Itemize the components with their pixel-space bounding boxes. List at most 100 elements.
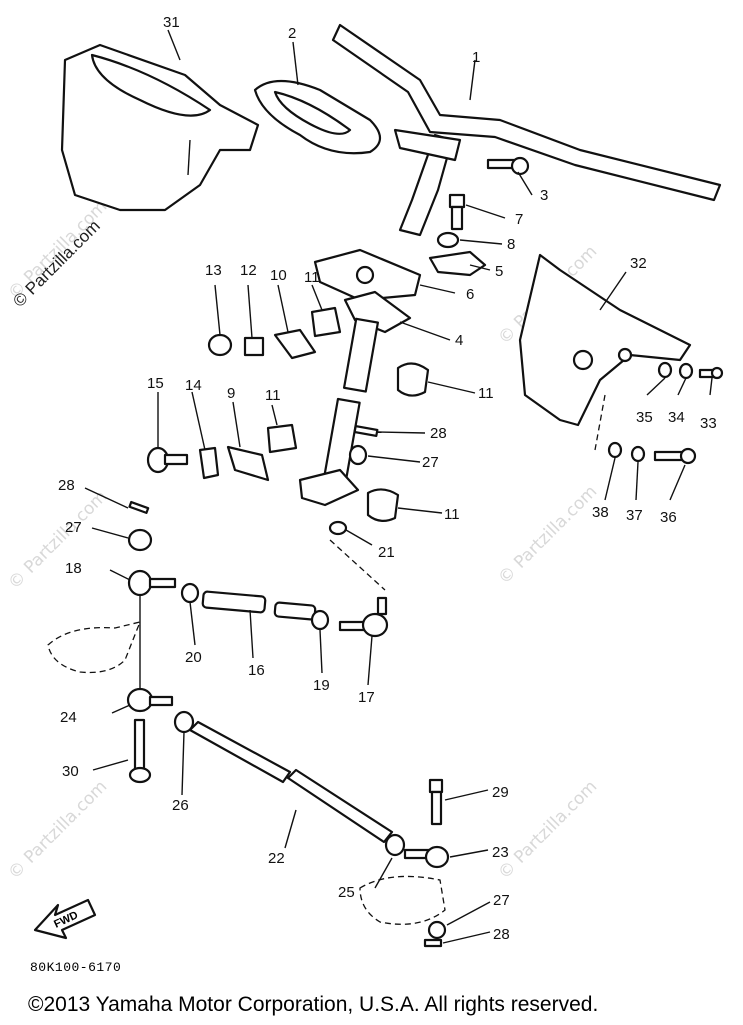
part-3-bolt[interactable] xyxy=(486,156,530,176)
callout-38: 38 xyxy=(592,504,609,521)
callout-2: 2 xyxy=(288,25,296,42)
callout-37: 37 xyxy=(626,507,643,524)
part-1-handlebar[interactable] xyxy=(331,23,722,237)
callout-27: 27 xyxy=(65,519,82,536)
part-12-nut[interactable] xyxy=(243,336,265,357)
part-27-nut[interactable] xyxy=(127,528,153,552)
part-38-washer[interactable] xyxy=(607,441,623,459)
part-11-bushing[interactable] xyxy=(266,423,298,454)
part-27-nut[interactable] xyxy=(348,444,368,466)
callout-23: 23 xyxy=(492,844,509,861)
callout-1: 1 xyxy=(472,49,480,66)
part-25-nut[interactable] xyxy=(384,833,406,857)
part-28-pin[interactable] xyxy=(128,500,150,514)
part-24-ball-joint[interactable] xyxy=(126,687,174,713)
leader-lines xyxy=(84,29,713,944)
callout-28: 28 xyxy=(493,926,510,943)
part-36-bolt[interactable] xyxy=(653,447,697,465)
callout-18: 18 xyxy=(65,560,82,577)
part-2-pad[interactable] xyxy=(253,80,382,155)
callout-labels: 31 2 1 3 7 8 5 6 32 13 12 10 11 4 11 33 … xyxy=(58,14,717,943)
callout-28: 28 xyxy=(58,477,75,494)
part-30-bolt[interactable] xyxy=(128,718,152,784)
callout-24: 24 xyxy=(60,709,77,726)
part-15-bolt[interactable] xyxy=(146,446,189,474)
callout-34: 34 xyxy=(668,409,685,426)
callout-9: 9 xyxy=(227,385,235,402)
part-19-nut[interactable] xyxy=(310,609,330,631)
callout-11: 11 xyxy=(304,269,320,286)
callout-7: 7 xyxy=(515,211,523,228)
watermark: © Partzilla.com xyxy=(494,482,601,589)
callout-16: 16 xyxy=(248,662,265,679)
callout-27: 27 xyxy=(493,892,510,909)
partzilla-watermark-solid: © Partzilla.com xyxy=(9,216,103,310)
part-17-ball-joint[interactable] xyxy=(338,596,389,638)
callout-21: 21 xyxy=(378,544,395,561)
part-21-washer[interactable] xyxy=(328,520,348,536)
part-5-clamp[interactable] xyxy=(428,250,487,277)
callout-5: 5 xyxy=(495,263,503,280)
callout-15: 15 xyxy=(147,375,164,392)
part-34-washer[interactable] xyxy=(678,362,694,380)
callout-26: 26 xyxy=(172,797,189,814)
part-9-bracket[interactable] xyxy=(226,445,270,482)
part-28-pin[interactable] xyxy=(353,425,379,437)
callout-19: 19 xyxy=(313,677,330,694)
callout-8: 8 xyxy=(507,236,515,253)
part-27-nut[interactable] xyxy=(427,920,447,940)
fwd-arrow-icon: FWD xyxy=(33,898,97,940)
part-14-plate[interactable] xyxy=(198,446,220,480)
part-13-cap[interactable] xyxy=(207,333,233,357)
callout-31: 31 xyxy=(163,14,180,31)
part-7-bolt[interactable] xyxy=(448,193,466,231)
part-23-ball-joint[interactable] xyxy=(403,845,450,869)
callout-12: 12 xyxy=(240,262,257,279)
part-4-shaft[interactable] xyxy=(342,290,412,393)
watermark: © Partzilla.com xyxy=(4,777,111,884)
part-11-bushing[interactable] xyxy=(310,306,342,338)
callout-32: 32 xyxy=(630,255,647,272)
callout-36: 36 xyxy=(660,509,677,526)
part-37-washer[interactable] xyxy=(630,445,646,463)
callout-30: 30 xyxy=(62,763,79,780)
callout-17: 17 xyxy=(358,689,375,706)
part-18-ball-joint[interactable] xyxy=(127,569,177,597)
watermark: © Partzilla.com xyxy=(494,777,601,884)
part-6-plate[interactable] xyxy=(313,248,422,302)
catalog-code: 80K100-6170 xyxy=(30,960,122,975)
part-32-cover[interactable] xyxy=(518,253,692,427)
callout-22: 22 xyxy=(268,850,285,867)
callout-11: 11 xyxy=(265,387,281,404)
callout-6: 6 xyxy=(466,286,474,303)
part-8-nut[interactable] xyxy=(436,231,460,249)
part-16-rod[interactable] xyxy=(201,590,267,614)
part-10-bracket[interactable] xyxy=(273,328,317,360)
callout-11: 11 xyxy=(478,385,494,402)
part-11-bushing[interactable] xyxy=(396,362,430,397)
callout-4: 4 xyxy=(455,332,463,349)
part-31-cover[interactable] xyxy=(60,43,260,212)
callout-14: 14 xyxy=(185,377,202,394)
part-11-bushing[interactable] xyxy=(366,488,400,522)
callout-35: 35 xyxy=(636,409,653,426)
callout-29: 29 xyxy=(492,784,509,801)
callout-11: 11 xyxy=(444,506,460,523)
part-33-bolt[interactable] xyxy=(698,366,724,380)
callout-13: 13 xyxy=(205,262,222,279)
part-35-washer[interactable] xyxy=(657,361,673,379)
callout-33: 33 xyxy=(700,415,717,432)
watermark: © Partzilla.com xyxy=(4,487,111,594)
part-20-nut[interactable] xyxy=(180,582,200,604)
part-22-rod[interactable] xyxy=(188,720,394,844)
part-29-bolt[interactable] xyxy=(428,778,444,826)
callout-3: 3 xyxy=(540,187,548,204)
callout-10: 10 xyxy=(270,267,287,284)
part-28-pin[interactable] xyxy=(423,938,443,948)
callout-20: 20 xyxy=(185,649,202,666)
part-16-rod-b[interactable] xyxy=(273,601,317,621)
steering-column[interactable] xyxy=(298,397,361,507)
callout-25: 25 xyxy=(338,884,355,901)
callout-28: 28 xyxy=(430,425,447,442)
